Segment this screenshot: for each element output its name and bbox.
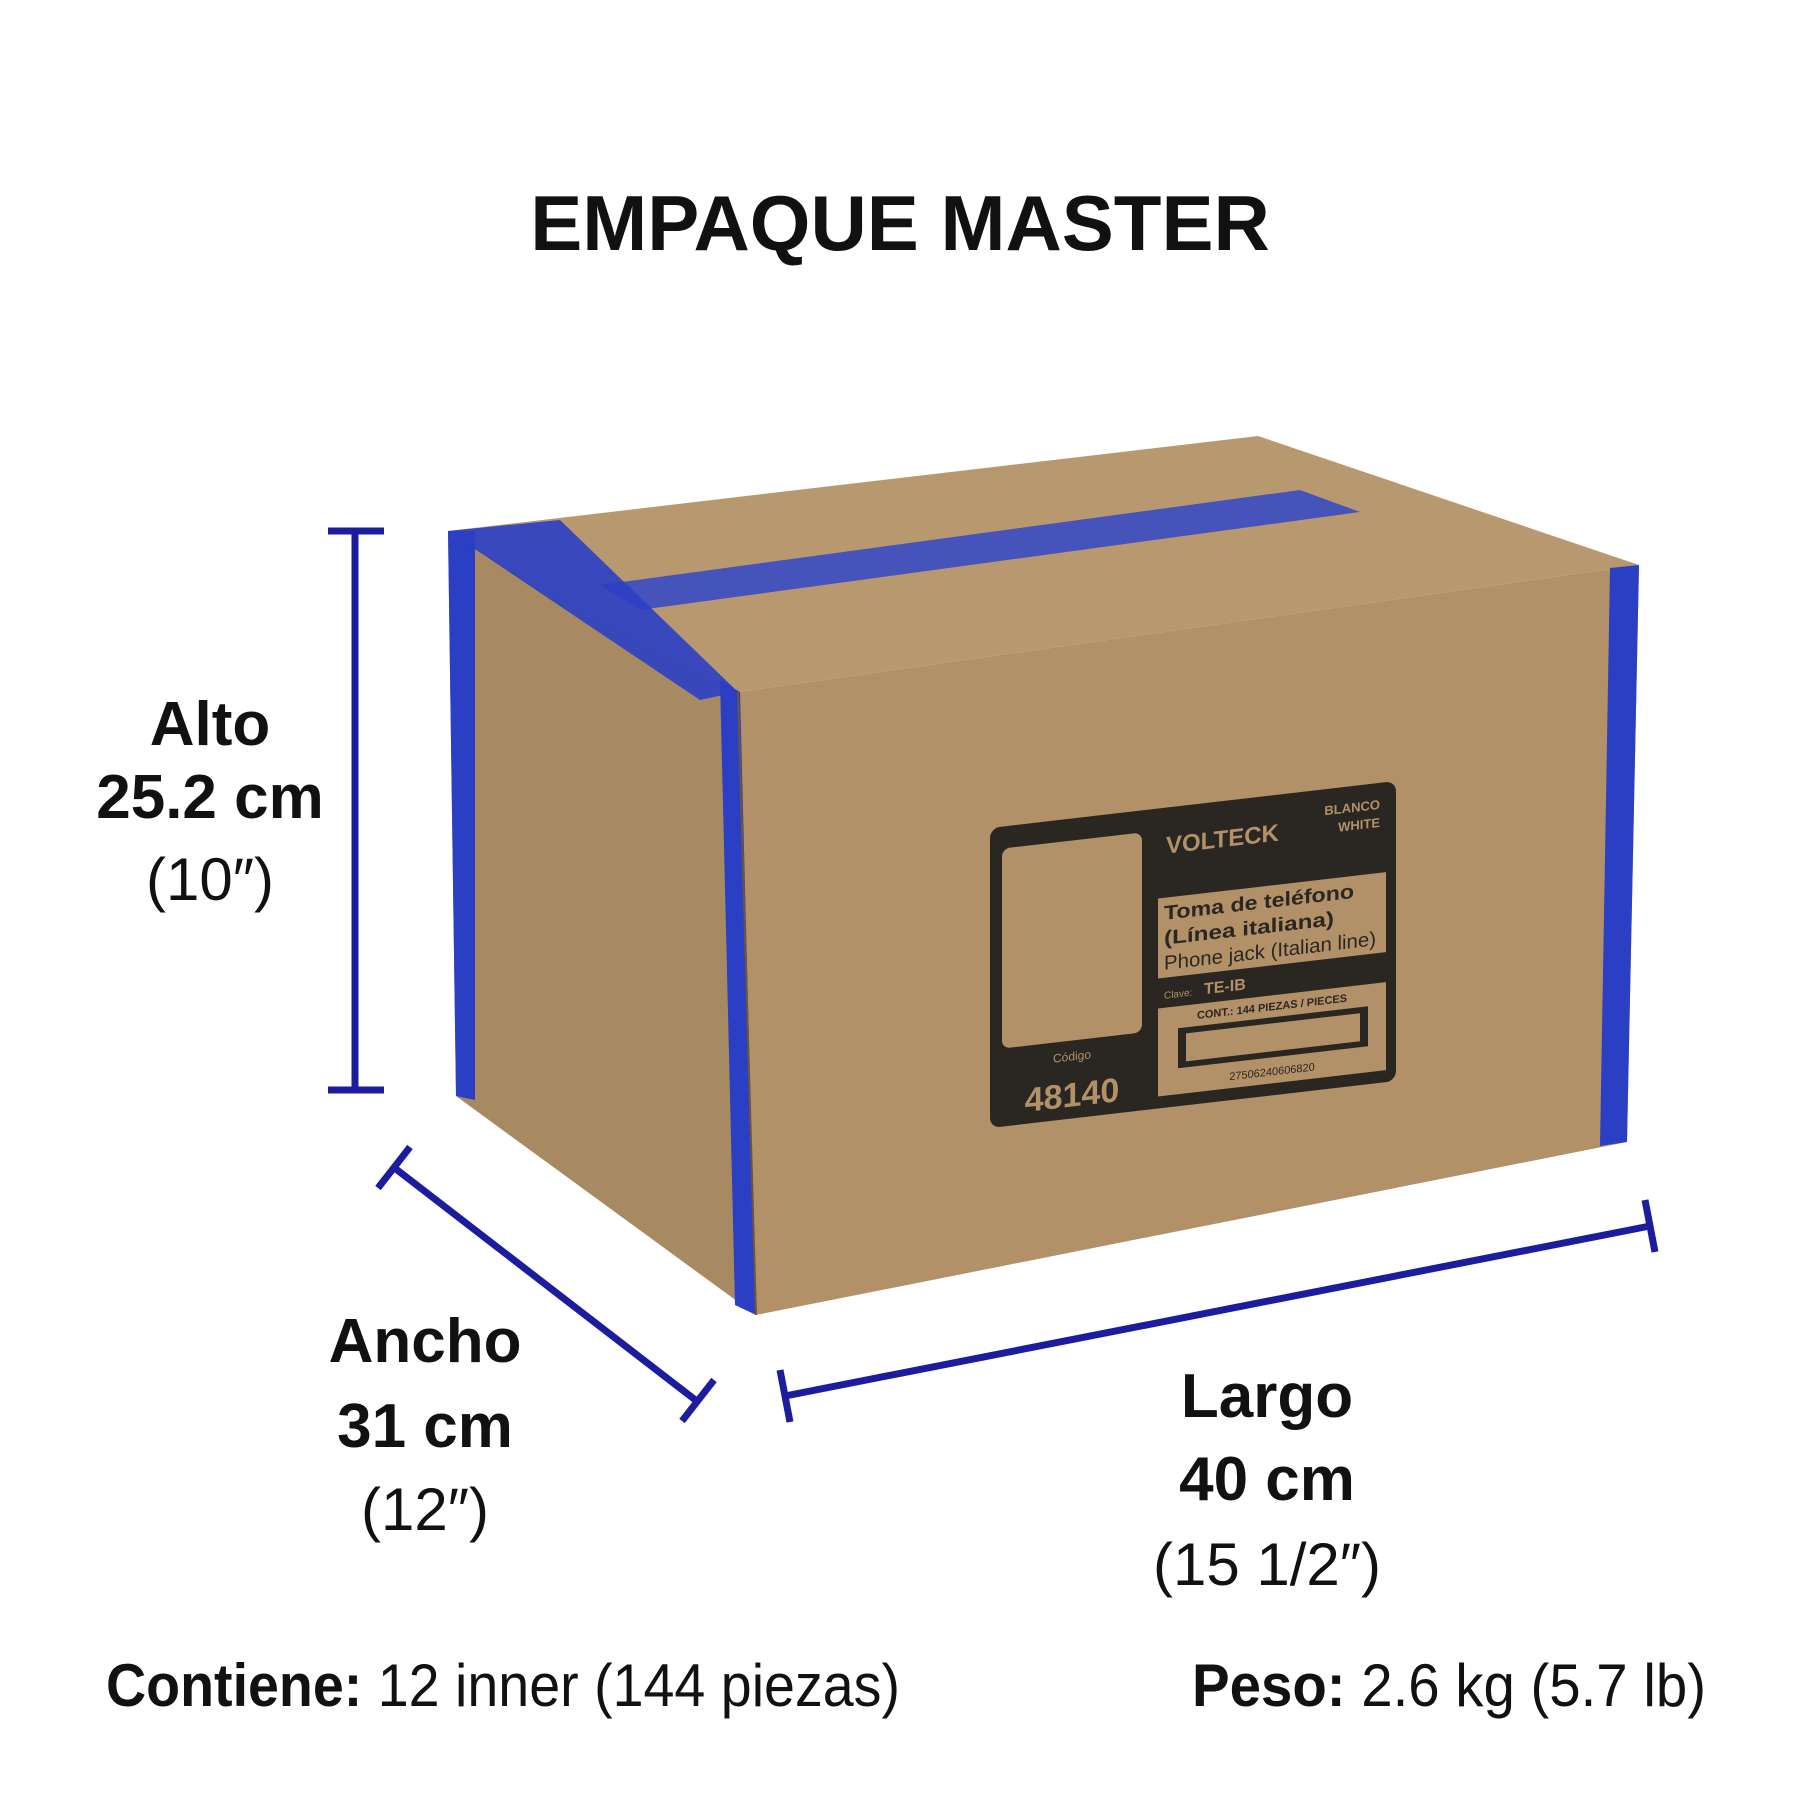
clave-label: Clave:: [1164, 988, 1192, 1002]
color-es: BLANCO: [1324, 797, 1380, 818]
box-edge: [737, 691, 757, 1316]
weight-value: 2.6 kg (5.7 lb): [1361, 1652, 1706, 1719]
tape-front-left-edge: [720, 680, 756, 1315]
alto-imperial: (10″): [146, 846, 274, 913]
tape-right-edge: [1600, 565, 1639, 1146]
width-label: Ancho 31 cm (12″): [329, 1307, 522, 1543]
height-label: Alto 25.2 cm (10″): [96, 690, 324, 913]
weight-label: Peso:: [1192, 1652, 1346, 1719]
tape-top: [600, 490, 1360, 610]
clave-value: TE-IB: [1204, 975, 1246, 998]
tape-left-edge: [448, 531, 475, 1100]
box-left-face: [448, 531, 756, 1315]
codigo-label: Código: [1053, 1047, 1091, 1065]
box-label: VOLTECK BLANCO WHITE Toma de teléfono (L…: [990, 782, 1396, 1127]
length-dimension-line: [776, 1199, 1659, 1423]
box-top: [448, 436, 1639, 692]
ancho-metric: 31 cm: [337, 1392, 513, 1461]
largo-label: Largo: [1181, 1362, 1353, 1431]
width-dimension-line: [375, 1144, 717, 1424]
weight-info: Peso: 2.6 kg (5.7 lb): [1192, 1652, 1706, 1719]
contents-value: 12 inner (144 piezas): [378, 1652, 900, 1719]
ancho-imperial: (12″): [361, 1476, 489, 1543]
largo-metric: 40 cm: [1179, 1445, 1355, 1514]
height-dimension-line: [328, 527, 384, 1094]
alto-metric: 25.2 cm: [96, 763, 324, 832]
length-label: Largo 40 cm (15 1/2″): [1153, 1362, 1381, 1598]
color-en: WHITE: [1338, 815, 1380, 835]
page-title: EMPAQUE MASTER: [530, 179, 1270, 267]
tape-corner-top: [448, 520, 738, 700]
barcode: [1186, 1013, 1360, 1062]
ancho-label: Ancho: [329, 1307, 522, 1376]
largo-imperial: (15 1/2″): [1153, 1531, 1381, 1598]
master-box: VOLTECK BLANCO WHITE Toma de teléfono (L…: [448, 436, 1639, 1316]
contents-info: Contiene: 12 inner (144 piezas): [106, 1652, 900, 1719]
alto-label: Alto: [150, 690, 271, 759]
contents-label: Contiene:: [106, 1652, 362, 1719]
